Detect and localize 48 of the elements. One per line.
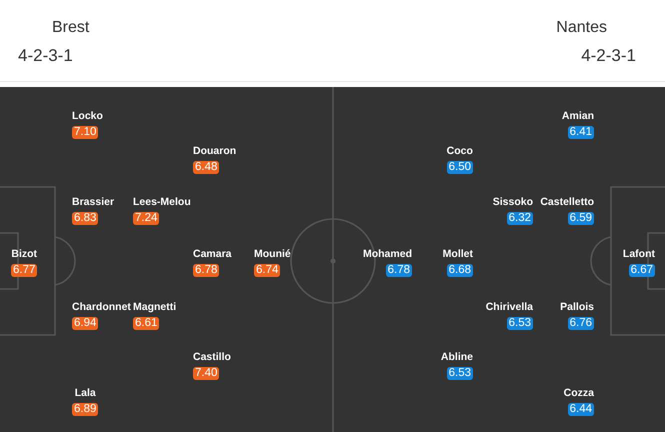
rating-badge: 6.74: [254, 264, 280, 277]
rating-badge: 6.53: [506, 317, 533, 330]
player-name: Mohamed: [362, 248, 412, 261]
player-name: Chirivella: [486, 301, 533, 314]
rating-badge: 7.10: [72, 126, 98, 139]
rating-badge: 6.68: [446, 264, 473, 277]
player-name: Mounié: [254, 248, 291, 261]
player-name: Castillo: [193, 351, 231, 364]
player-name: Locko: [72, 110, 103, 123]
rating-badge: 6.61: [133, 317, 160, 330]
team-name: Nantes: [556, 18, 607, 37]
player-name: Brassier: [72, 196, 114, 209]
rating-badge: 6.77: [11, 264, 38, 277]
rating-badge: 6.44: [568, 403, 594, 416]
rating-badge: 6.32: [506, 212, 533, 225]
rating-badge: 6.48: [193, 161, 220, 174]
team-name: Brest: [52, 18, 90, 37]
rating-badge: 6.76: [568, 317, 594, 330]
player-name: Sissoko: [492, 196, 533, 209]
rating-badge: 6.41: [568, 126, 594, 139]
rating-badge: 7.24: [133, 212, 160, 225]
formation: 4-2-3-1: [581, 46, 636, 66]
player-name: Lees-Melou: [133, 196, 191, 209]
rating-badge: 6.67: [628, 264, 655, 277]
player-name: Lala: [74, 387, 97, 400]
player-name: Chardonnet: [72, 301, 131, 314]
rating-badge: 6.59: [568, 212, 594, 225]
rating-badge: 6.78: [386, 264, 412, 277]
rating-badge: 6.50: [446, 161, 473, 174]
player-name: Pallois: [560, 301, 594, 314]
player-name: Douaron: [193, 145, 236, 158]
player-name: Abline: [440, 351, 473, 364]
player-name: Mollet: [442, 248, 473, 261]
rating-badge: 6.53: [446, 367, 473, 380]
player-name: Castelletto: [540, 196, 594, 209]
player-name: Coco: [446, 145, 473, 158]
rating-badge: 7.40: [193, 367, 220, 380]
player-name: Camara: [193, 248, 232, 261]
player-name: Cozza: [564, 387, 594, 400]
rating-badge: 6.83: [72, 212, 98, 225]
rating-badge: 6.89: [72, 403, 98, 416]
player-name: Amian: [562, 110, 594, 123]
player-name: Bizot: [11, 248, 38, 261]
rating-badge: 6.78: [193, 264, 220, 277]
player-name: Lafont: [622, 248, 655, 261]
formation: 4-2-3-1: [18, 46, 73, 66]
player-name: Magnetti: [133, 301, 176, 314]
rating-badge: 6.94: [72, 317, 98, 330]
